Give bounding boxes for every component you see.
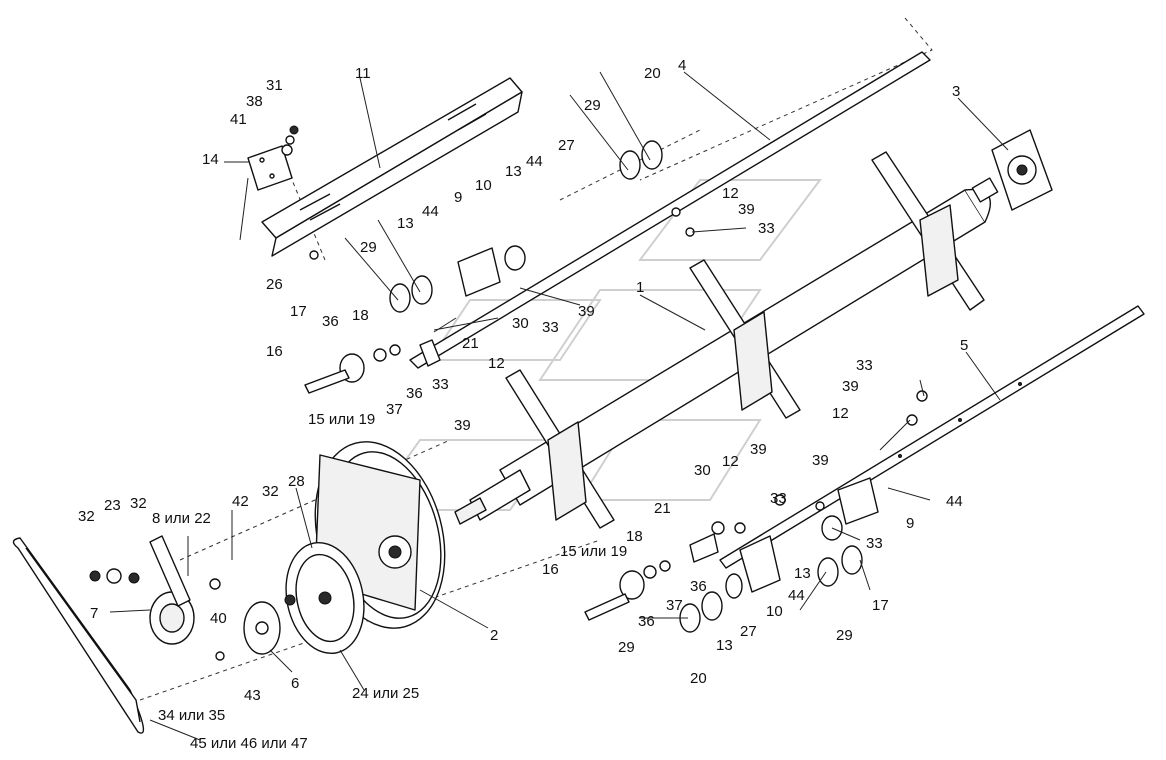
leader-lines: [109, 71, 1009, 741]
callout-32a: 32: [78, 508, 95, 525]
bearings-bolts-15-16: [304, 344, 671, 621]
callout-15-or-19b: 15 или 19: [560, 543, 627, 560]
callout-5: 5: [960, 337, 968, 354]
callout-11: 11: [355, 65, 371, 82]
callout-12d: 12: [722, 453, 739, 470]
callout-36d: 36: [638, 613, 655, 630]
callout-29a: 29: [584, 97, 601, 114]
callout-39a: 39: [738, 201, 755, 218]
brackets-9-10-13: [419, 207, 928, 599]
callout-44d: 44: [788, 587, 805, 604]
callout-7: 7: [90, 605, 98, 622]
callout-43: 43: [244, 687, 261, 704]
callout-40: 40: [210, 610, 227, 627]
callout-33e: 33: [770, 490, 787, 507]
callout-28: 28: [288, 473, 305, 490]
callout-18b: 18: [626, 528, 643, 545]
callout-41: 41: [230, 111, 247, 128]
callout-23: 23: [104, 497, 121, 514]
callout-9a: 9: [454, 189, 462, 206]
callout-30a: 30: [512, 315, 529, 332]
callout-18a: 18: [352, 307, 369, 324]
callout-37b: 37: [666, 597, 683, 614]
callout-33d: 33: [856, 357, 873, 374]
callout-13c: 13: [794, 565, 811, 582]
callout-16a: 16: [266, 343, 283, 360]
callout-labels: 1 2 3 4 5 6 7 8 или 22 9 9 10 10 11 12 1…: [78, 57, 968, 752]
callout-26: 26: [266, 276, 283, 293]
callout-44c: 44: [946, 493, 963, 510]
callout-10a: 10: [475, 177, 492, 194]
callout-21b: 21: [654, 500, 671, 517]
hardware-31-38-41: [281, 125, 319, 260]
idler-7: [149, 535, 195, 645]
callout-42: 42: [232, 493, 249, 510]
callout-44b: 44: [422, 203, 439, 220]
callout-34-or-35: 34 или 35: [158, 707, 225, 724]
callout-29d: 29: [836, 627, 853, 644]
callout-33a: 33: [758, 220, 775, 237]
callout-20b: 20: [690, 670, 707, 687]
callout-29b: 29: [360, 239, 377, 256]
callout-9b: 9: [906, 515, 914, 532]
callout-24-or-25: 24 или 25: [352, 685, 419, 702]
callout-33b: 33: [542, 319, 559, 336]
callout-16b: 16: [542, 561, 559, 578]
callout-12c: 12: [832, 405, 849, 422]
callout-10b: 10: [766, 603, 783, 620]
callout-39f: 39: [812, 452, 829, 469]
callout-27b: 27: [740, 623, 757, 640]
hub-6: [243, 601, 281, 655]
callout-21a: 21: [462, 335, 479, 352]
callout-1: 1: [636, 279, 644, 296]
callout-36a: 36: [322, 313, 339, 330]
callout-29c: 29: [618, 639, 635, 656]
callout-12a: 12: [722, 185, 739, 202]
callout-30b: 30: [694, 462, 711, 479]
callout-14: 14: [202, 151, 219, 168]
callout-8-or-22: 8 или 22: [152, 510, 211, 527]
callout-20a: 20: [644, 65, 661, 82]
flange-plate-3: [991, 129, 1053, 211]
callout-2: 2: [490, 627, 498, 644]
square-bar-5: [719, 305, 1145, 569]
callout-6: 6: [291, 675, 299, 692]
callout-37a: 37: [386, 401, 403, 418]
square-bar-4: [409, 51, 931, 369]
callout-44a: 44: [526, 153, 543, 170]
callout-39e: 39: [750, 441, 767, 458]
callout-39b: 39: [578, 303, 595, 320]
springs-17-20: [344, 71, 871, 633]
belt-45: [12, 537, 145, 734]
callout-31: 31: [266, 77, 283, 94]
pulley-24-25: [285, 541, 365, 655]
callout-4: 4: [678, 57, 686, 74]
callout-38: 38: [246, 93, 263, 110]
callout-39c: 39: [454, 417, 471, 434]
callout-13a: 13: [505, 163, 522, 180]
callout-13b: 13: [397, 215, 414, 232]
callout-33c: 33: [432, 376, 449, 393]
callout-36c: 36: [690, 578, 707, 595]
callout-45-46-47: 45 или 46 или 47: [190, 735, 308, 752]
callout-27a: 27: [558, 137, 575, 154]
callout-3: 3: [952, 83, 960, 100]
callout-15-or-19a: 15 или 19: [308, 411, 375, 428]
callout-32c: 32: [262, 483, 279, 500]
callout-36b: 36: [406, 385, 423, 402]
callout-39d: 39: [842, 378, 859, 395]
nuts-washers-32-23: [89, 568, 296, 661]
callout-13d: 13: [716, 637, 733, 654]
plate-14: [247, 145, 293, 191]
callout-17b: 17: [872, 597, 889, 614]
callout-12b: 12: [488, 355, 505, 372]
beam-brackets: [505, 151, 985, 529]
callout-17a: 17: [290, 303, 307, 320]
angle-profile-11: [261, 77, 523, 257]
callout-32b: 32: [130, 495, 147, 512]
callout-33f: 33: [866, 535, 883, 552]
